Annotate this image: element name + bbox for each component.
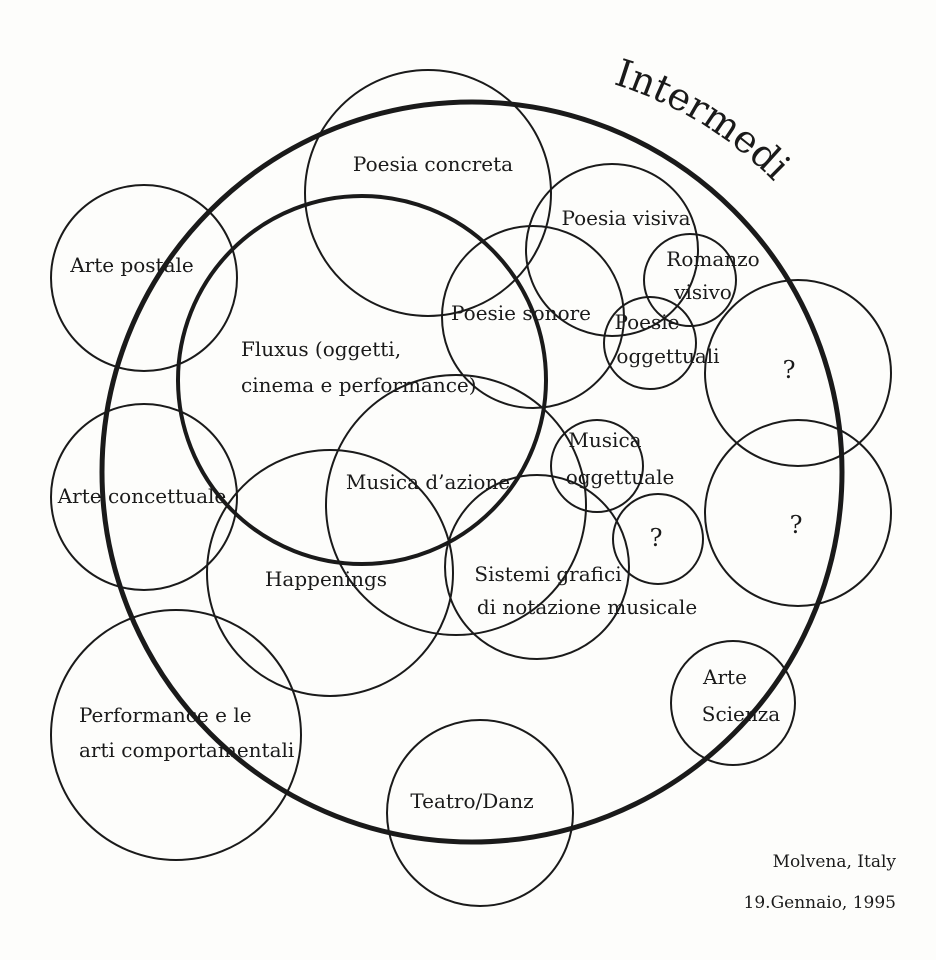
arte-concettuale-label: Arte concettuale — [57, 484, 227, 508]
unknown-label-1: ? — [783, 356, 796, 384]
sistemi-grafici-label-2: di notazione musicale — [477, 595, 697, 619]
poesie-oggettuali-label-2: oggettuali — [616, 344, 719, 368]
arte-scienza-circle — [670, 640, 796, 766]
unknown-label-2: ? — [650, 524, 663, 552]
intermedia-circle — [99, 99, 845, 845]
unknown-label-3: ? — [790, 511, 803, 539]
poesie-sonore-label: Poesie sonore — [451, 301, 591, 325]
performance-label-2: arti comportamentali — [79, 738, 294, 762]
happenings-circle — [206, 449, 454, 697]
date-label: 19.Gennaio, 1995 — [744, 893, 896, 913]
musica-azione-circle — [325, 374, 587, 636]
arte-postale-label: Arte postale — [69, 253, 194, 277]
arte-postale-circle — [50, 184, 238, 372]
poesia-concreta-circle — [304, 69, 552, 317]
romanzo-visivo-circle — [643, 233, 737, 327]
fluxus-circle — [176, 194, 548, 566]
happenings-label: Happenings — [265, 567, 387, 591]
poesie-sonore-circle — [441, 225, 625, 409]
performance-label-1: Performance e le — [79, 703, 252, 727]
performance-circle — [50, 609, 302, 861]
poesia-visiva-label: Poesia visiva — [561, 206, 690, 230]
place-label: Molvena, Italy — [773, 852, 897, 872]
romanzo-visivo-label-1: Romanzo — [666, 247, 759, 271]
musica-azione-label: Musica d’azione — [346, 470, 510, 494]
romanzo-visivo-label-2: visivo — [673, 280, 732, 304]
sistemi-grafici-label-1: Sistemi grafici — [474, 562, 621, 586]
musica-oggettuale-label-1: Musica — [568, 428, 641, 452]
poesia-visiva-circle — [525, 163, 699, 337]
teatro-danz-circle — [386, 719, 574, 907]
fluxus-label-1: Fluxus (oggetti, — [241, 337, 401, 361]
arte-scienza-label-1: Arte — [702, 665, 747, 689]
musica-oggettuale-circle — [550, 419, 644, 513]
unknown-circle-3 — [704, 419, 892, 607]
arte-concettuale-circle — [50, 403, 238, 591]
poesie-oggettuali-circle — [603, 296, 697, 390]
sistemi-grafici-circle — [444, 474, 630, 660]
unknown-circle-1 — [704, 279, 892, 467]
poesia-concreta-label: Poesia concreta — [353, 152, 513, 176]
poesie-oggettuali-label-1: Poesie — [614, 310, 679, 334]
teatro-danz-label: Teatro/Danz — [410, 789, 533, 813]
arte-scienza-label-2: Scienza — [702, 702, 781, 726]
unknown-circle-2 — [612, 493, 704, 585]
